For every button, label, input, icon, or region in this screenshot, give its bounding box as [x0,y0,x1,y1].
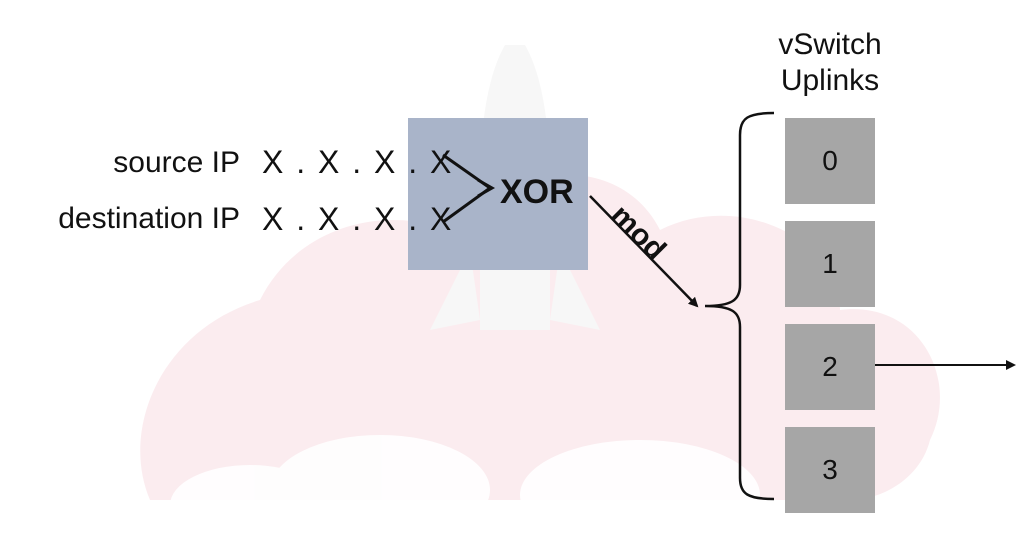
uplinks-title-line1: vSwitch [778,28,882,61]
source-ip-value: X . X . X . X [262,144,454,180]
xor-operator-label: XOR [500,173,574,211]
destination-ip-value: X . X . X . X [262,201,454,237]
uplink-box-0: 0 [785,118,875,204]
uplink-box-2: 2 [785,324,875,410]
xor-box [408,118,588,270]
uplink-box-3: 3 [785,427,875,513]
uplinks-title-line2: Uplinks [780,64,880,97]
destination-ip-label: destination IP [58,202,240,235]
uplinks-brace [704,111,775,501]
mod-arrow [589,195,699,308]
uplink-box-1: 1 [785,221,875,307]
source-ip-label: source IP [113,146,240,179]
